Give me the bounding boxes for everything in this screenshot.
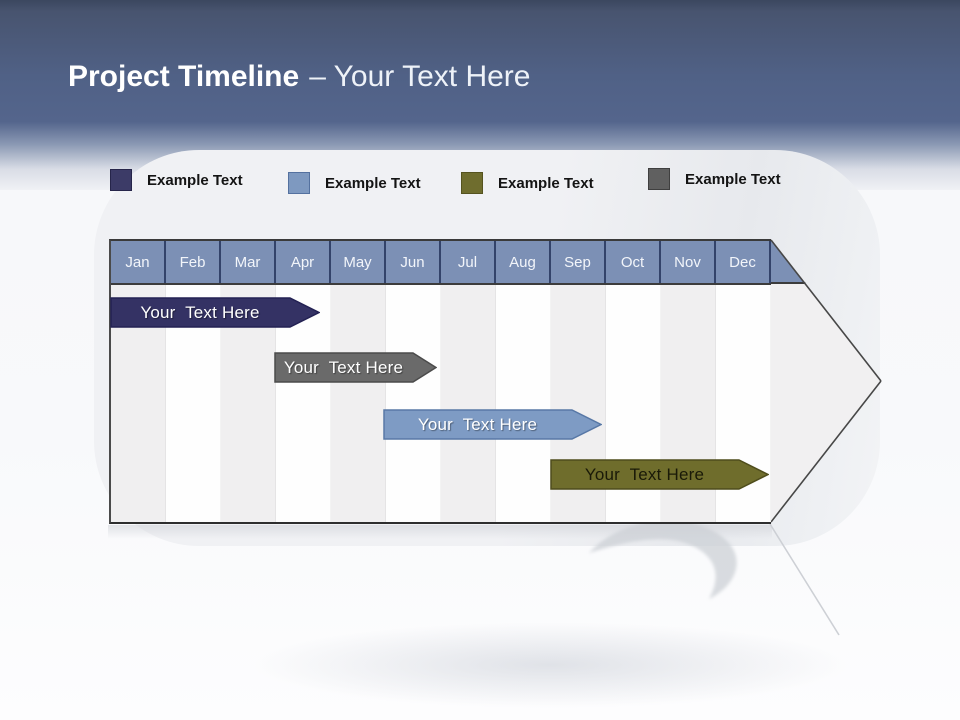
month-header-oct: Oct xyxy=(606,241,661,283)
month-header-aug: Aug xyxy=(496,241,551,283)
slide-title-light: – Your Text Here xyxy=(309,60,531,93)
legend-label: Example Text xyxy=(147,171,243,189)
task-bar-1[interactable]: Your Text Here xyxy=(110,297,320,328)
month-header-jun: Jun xyxy=(386,241,441,283)
task-bar-label: Your Text Here xyxy=(140,302,260,322)
task-bar-shape xyxy=(550,459,769,490)
grid-column-jun xyxy=(386,285,441,522)
timeline-arrowhead xyxy=(771,239,882,523)
month-header-dec: Dec xyxy=(716,241,771,283)
grid-column-jul xyxy=(441,285,496,522)
task-bar-label: Your Text Here xyxy=(283,357,404,377)
month-header-may: May xyxy=(331,241,386,283)
task-bar-shape xyxy=(383,409,602,440)
task-bar-2[interactable]: Your Text Here xyxy=(274,352,437,383)
legend-swatch-icon xyxy=(648,168,670,190)
legend-label: Example Text xyxy=(498,174,594,192)
grid-column-may xyxy=(331,285,386,522)
month-header-nov: Nov xyxy=(661,241,716,283)
table-reflection xyxy=(108,525,772,539)
legend-item-3[interactable]: Example Text xyxy=(461,170,594,196)
legend-swatch-icon xyxy=(110,169,132,191)
task-bar-shape xyxy=(274,352,437,383)
month-header-apr: Apr xyxy=(276,241,331,283)
grid-column-aug xyxy=(496,285,551,522)
task-bar-shape xyxy=(110,297,320,328)
task-bar-4[interactable]: Your Text Here xyxy=(550,459,769,490)
legend-item-1[interactable]: Example Text xyxy=(110,167,243,193)
month-header-jul: Jul xyxy=(441,241,496,283)
month-header-feb: Feb xyxy=(166,241,221,283)
slide-title-bold: Project Timeline xyxy=(68,60,300,93)
legend-swatch-icon xyxy=(461,172,483,194)
arrow-reflection-line xyxy=(769,523,840,636)
month-header-mar: Mar xyxy=(221,241,276,283)
legend-label: Example Text xyxy=(325,174,421,192)
task-bar-3[interactable]: Your Text Here xyxy=(383,409,602,440)
task-bar-label: Your Text Here xyxy=(417,414,538,434)
background-swoosh-shape xyxy=(589,520,737,599)
legend-swatch-icon xyxy=(288,172,310,194)
month-header-sep: Sep xyxy=(551,241,606,283)
month-header-jan: Jan xyxy=(111,241,166,283)
floor-shadow xyxy=(250,622,850,708)
legend-item-4[interactable]: Example Text xyxy=(648,166,781,192)
legend-label: Example Text xyxy=(685,170,781,188)
slide-title[interactable]: Project Timeline – Your Text Here xyxy=(68,60,530,94)
task-bar-label: Your Text Here xyxy=(584,464,705,484)
legend-item-2[interactable]: Example Text xyxy=(288,170,421,196)
